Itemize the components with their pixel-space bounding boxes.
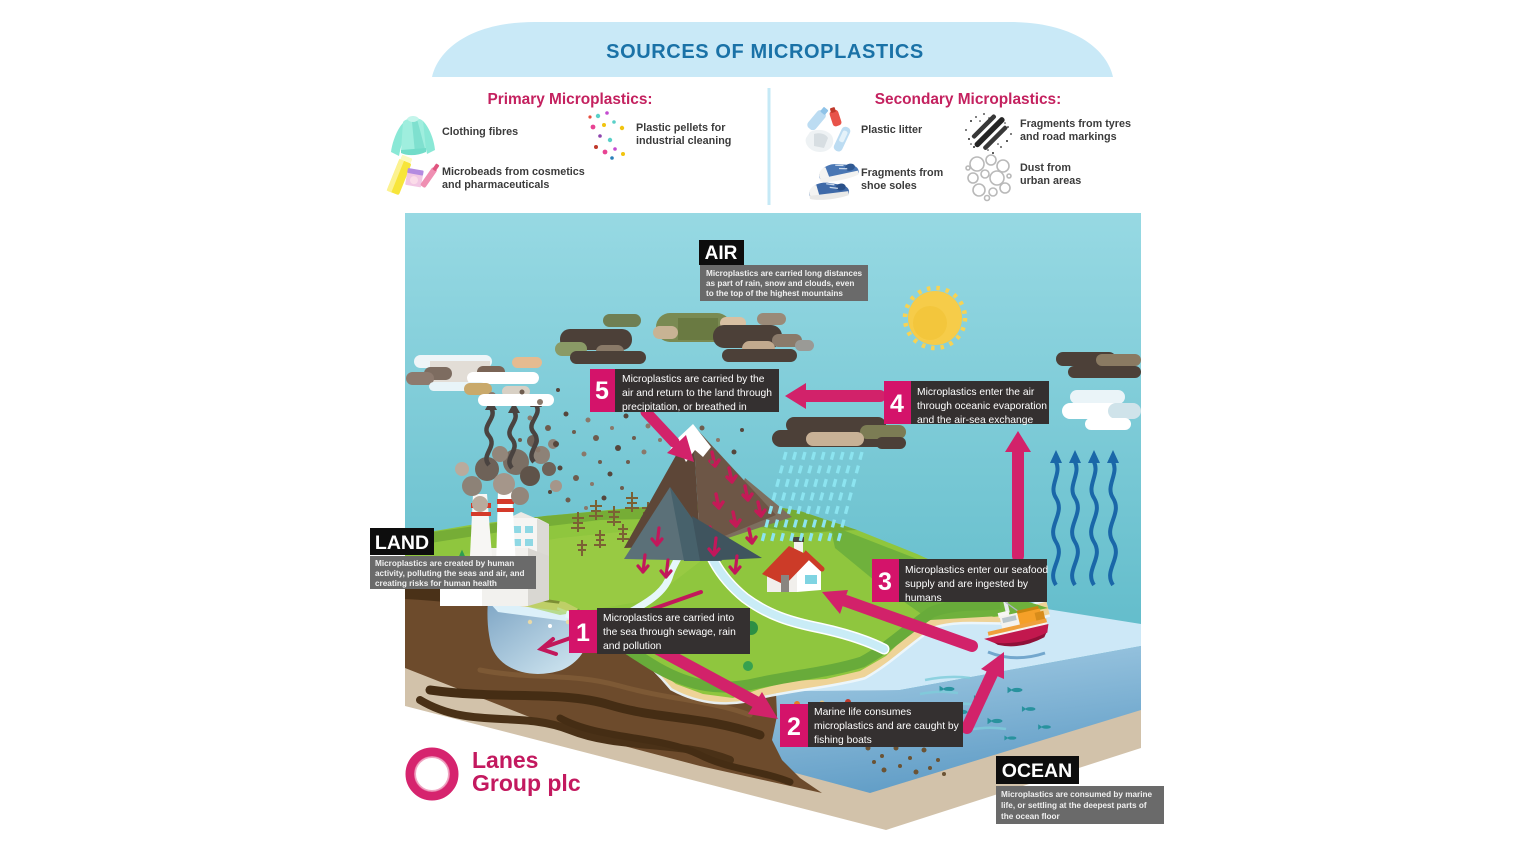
svg-text:Microplastics are consumed by: Microplastics are consumed by marine bbox=[1001, 790, 1153, 799]
svg-text:OCEAN: OCEAN bbox=[1002, 760, 1072, 782]
svg-text:Primary Microplastics:: Primary Microplastics: bbox=[487, 91, 652, 108]
svg-text:supply and are ingested by: supply and are ingested by bbox=[905, 579, 1029, 590]
svg-text:Dust from: Dust from bbox=[1020, 162, 1071, 174]
svg-text:Fragments from: Fragments from bbox=[861, 167, 943, 179]
svg-text:Microplastics enter the air: Microplastics enter the air bbox=[917, 387, 1035, 398]
svg-text:Group plc: Group plc bbox=[472, 770, 581, 796]
svg-text:Fragments from tyres: Fragments from tyres bbox=[1020, 118, 1131, 130]
svg-text:5: 5 bbox=[595, 377, 609, 405]
svg-text:Plastic litter: Plastic litter bbox=[861, 124, 923, 136]
svg-text:Clothing fibres: Clothing fibres bbox=[442, 126, 518, 138]
svg-text:through oceanic evaporation: through oceanic evaporation bbox=[917, 401, 1047, 412]
svg-text:and pharmaceuticals: and pharmaceuticals bbox=[442, 179, 549, 191]
svg-text:1: 1 bbox=[576, 619, 590, 647]
svg-text:Lanes: Lanes bbox=[472, 747, 538, 773]
svg-text:LAND: LAND bbox=[375, 532, 429, 554]
svg-text:precipitation, or breathed in: precipitation, or breathed in bbox=[622, 402, 747, 413]
svg-text:2: 2 bbox=[787, 713, 801, 741]
svg-text:activity, polluting the seas a: activity, polluting the seas and air, an… bbox=[375, 569, 525, 578]
svg-text:the sea through sewage, rain: the sea through sewage, rain bbox=[603, 627, 736, 638]
svg-text:creating risks for human healt: creating risks for human health bbox=[375, 579, 497, 588]
svg-text:and the air-sea exchange: and the air-sea exchange bbox=[917, 415, 1033, 426]
svg-text:Microplastics enter our seafoo: Microplastics enter our seafood bbox=[905, 565, 1048, 576]
svg-text:Microbeads from cosmetics: Microbeads from cosmetics bbox=[442, 166, 585, 178]
svg-text:Microplastics are carried long: Microplastics are carried long distances bbox=[706, 269, 863, 278]
svg-text:AIR: AIR bbox=[705, 243, 738, 264]
svg-text:air and return to the land thr: air and return to the land through bbox=[622, 388, 772, 399]
svg-text:Microplastics are created by h: Microplastics are created by human bbox=[375, 559, 514, 568]
svg-text:microplastics and are caught b: microplastics and are caught by bbox=[814, 721, 960, 732]
svg-text:fishing boats: fishing boats bbox=[814, 735, 872, 746]
svg-text:Marine life consumes: Marine life consumes bbox=[814, 707, 911, 718]
svg-text:the ocean floor: the ocean floor bbox=[1001, 812, 1060, 821]
svg-text:industrial cleaning: industrial cleaning bbox=[636, 135, 731, 147]
svg-text:shoe soles: shoe soles bbox=[861, 180, 917, 192]
svg-text:Plastic pellets for: Plastic pellets for bbox=[636, 122, 726, 134]
svg-text:as part of rain, snow and clou: as part of rain, snow and clouds, even bbox=[706, 279, 854, 288]
svg-text:4: 4 bbox=[890, 390, 904, 418]
svg-text:urban areas: urban areas bbox=[1020, 175, 1081, 187]
svg-text:3: 3 bbox=[878, 568, 892, 596]
svg-text:humans: humans bbox=[905, 593, 942, 604]
svg-text:life, or settling at the deepe: life, or settling at the deepest parts o… bbox=[1001, 801, 1147, 810]
svg-text:SOURCES OF MICROPLASTICS: SOURCES OF MICROPLASTICS bbox=[606, 41, 924, 63]
svg-text:Microplastics are carried into: Microplastics are carried into bbox=[603, 613, 734, 624]
svg-text:Secondary Microplastics:: Secondary Microplastics: bbox=[875, 91, 1061, 108]
svg-text:to the top of the highest moun: to the top of the highest mountains bbox=[706, 289, 843, 298]
svg-text:and pollution: and pollution bbox=[603, 641, 662, 652]
svg-text:and road markings: and road markings bbox=[1020, 131, 1117, 143]
svg-text:Microplastics are carried by t: Microplastics are carried by the bbox=[622, 374, 765, 385]
